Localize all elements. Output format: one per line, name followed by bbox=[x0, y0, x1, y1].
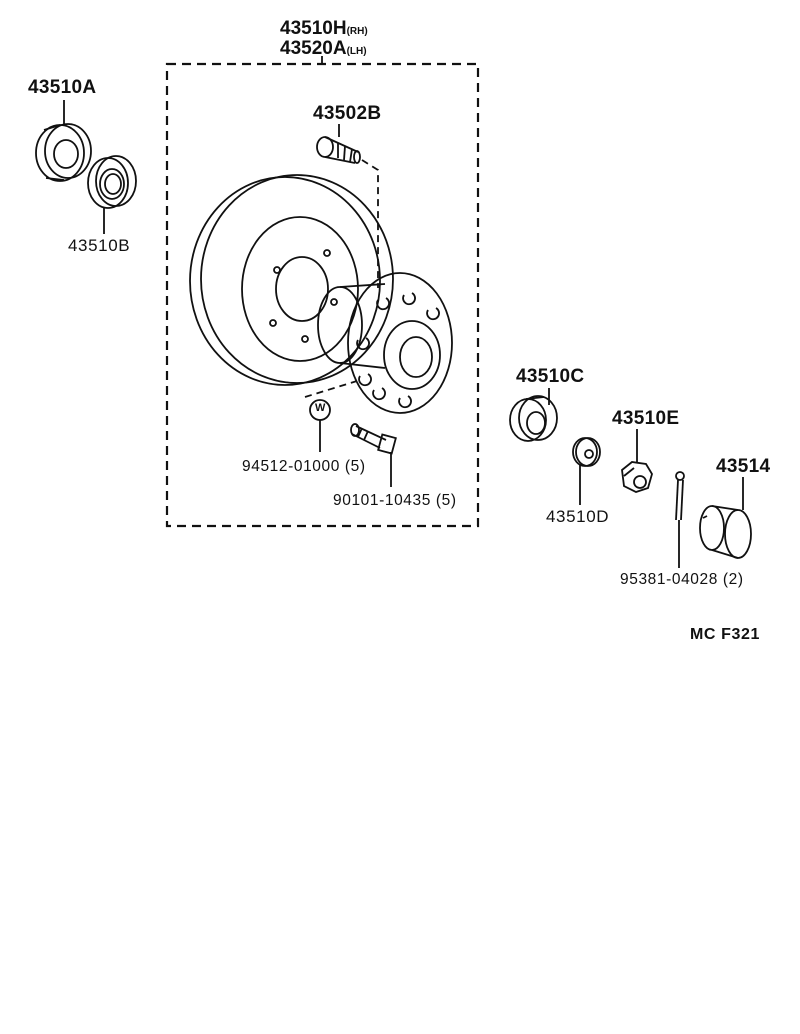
hub-lh-suffix: (LH) bbox=[346, 46, 367, 57]
lock-washer-dashed-path bbox=[304, 380, 358, 398]
outer-bearing-part-number: 43510C bbox=[516, 366, 585, 387]
figure-code: MC F321 bbox=[690, 626, 760, 643]
assembly-boundary bbox=[165, 62, 480, 528]
axle-hub bbox=[317, 272, 453, 414]
hub-lh-number: 43520A bbox=[280, 38, 347, 59]
hub-rh-number: 43510H bbox=[280, 18, 347, 39]
cotter-pin bbox=[675, 471, 685, 521]
hub-bolt-part-number: 43502B bbox=[313, 103, 382, 124]
hub-bolt-dashed-path bbox=[361, 159, 379, 288]
hub-lh-label: 43520A(LH) bbox=[280, 38, 367, 60]
cotter-pin-part-number: 95381-04028 (2) bbox=[620, 571, 744, 588]
grease-cap-part-number: 43514 bbox=[716, 456, 771, 477]
oil-seal bbox=[35, 123, 92, 182]
inner-bearing bbox=[87, 155, 137, 209]
hub-rh-label: 43510H(RH) bbox=[280, 18, 368, 40]
lock-washer-part-number: 94512-01000 (5) bbox=[242, 458, 366, 475]
hub-nut bbox=[621, 461, 653, 493]
thrust-washer bbox=[572, 437, 601, 467]
seal-part-number: 43510A bbox=[28, 77, 97, 98]
nut-part-number: 43510E bbox=[612, 408, 680, 429]
outer-bearing bbox=[509, 395, 558, 442]
grease-cap bbox=[699, 505, 752, 559]
disc-rotor bbox=[189, 174, 394, 386]
inner-bearing-part-number: 43510B bbox=[68, 236, 131, 255]
thrust-washer-part-number: 43510D bbox=[546, 507, 610, 526]
hub-rh-suffix: (RH) bbox=[346, 26, 368, 37]
hub-bolt bbox=[316, 136, 361, 164]
washer-symbol-letter: W bbox=[315, 402, 326, 414]
disc-bolt bbox=[350, 423, 397, 455]
disc-bolt-part-number: 90101-10435 (5) bbox=[333, 492, 457, 509]
